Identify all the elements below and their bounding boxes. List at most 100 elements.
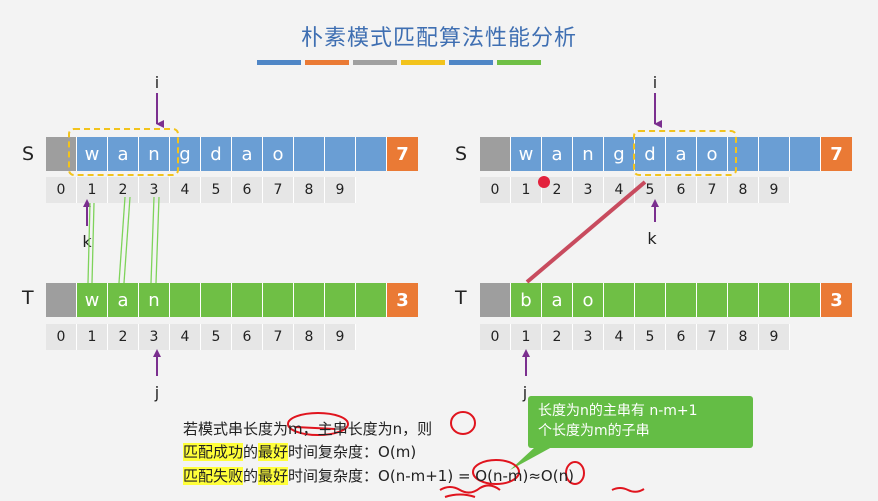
right-t_chars-cell-1: b	[511, 283, 542, 317]
left-s-label: S	[22, 143, 35, 165]
left-t_indices-8: 8	[294, 324, 325, 350]
left-s_indices-5: 5	[201, 177, 232, 203]
right-s_indices-8: 8	[728, 177, 759, 203]
right-s_chars-cell-6: a	[666, 137, 697, 171]
right-s_indices-6: 6	[666, 177, 697, 203]
left-compare-lines	[87, 196, 160, 284]
analysis-line-3: 匹配失败的最好时间复杂度：O(n-m+1) = O(n-m)≈O(n)	[183, 467, 574, 485]
right-t_chars-cell-5	[635, 283, 666, 317]
right-t_indices-7: 7	[697, 324, 728, 350]
left-t_indices-0: 0	[46, 324, 77, 350]
left-t_indices-9: 9	[325, 324, 356, 350]
left-s_indices-7: 7	[263, 177, 294, 203]
right-s_chars-cell-5: d	[635, 137, 666, 171]
right-t_chars-cell-0	[480, 283, 511, 317]
left-t_indices-5: 5	[201, 324, 232, 350]
left-t_indices-2: 2	[108, 324, 139, 350]
left-s_chars-cell-5: d	[201, 137, 232, 171]
callout-line-1: 长度为n的主串有 n-m+1	[538, 403, 698, 419]
left-t_chars-cell-7	[263, 283, 294, 317]
left-s_chars-cell-2: a	[108, 137, 139, 171]
left-t_indices-7: 7	[263, 324, 294, 350]
right-s_chars-cell-2: a	[542, 137, 573, 171]
left-s_indices-1: 1	[77, 177, 108, 203]
left-t_chars-cell-5	[201, 283, 232, 317]
right-s_length-cell: 7	[821, 137, 852, 171]
left-t_indices-1: 1	[77, 324, 108, 350]
right-j-label: j	[522, 383, 528, 402]
left-s_length-cell: 7	[387, 137, 418, 171]
right-t_chars-cell-3: o	[573, 283, 604, 317]
right-t_indices-9: 9	[759, 324, 790, 350]
right-s_chars-cell-3: n	[573, 137, 604, 171]
left-t_length-cell: 3	[387, 283, 418, 317]
right-i-label: i	[652, 73, 658, 92]
left-t-label: T	[22, 287, 34, 309]
right-t_indices-8: 8	[728, 324, 759, 350]
page-title: 朴素模式匹配算法性能分析	[300, 26, 577, 51]
callout-line-2: 个长度为m的子串	[538, 423, 650, 439]
left-s_indices-9: 9	[325, 177, 356, 203]
handwriting-marks	[287, 411, 645, 498]
right-t_chars-cell-6	[666, 283, 697, 317]
color-bar-6	[497, 60, 541, 65]
right-s_chars-cell-0	[480, 137, 511, 171]
right-s_indices-2: 2	[542, 177, 573, 203]
right-s_chars-cell-9	[759, 137, 790, 171]
left-s_indices-4: 4	[170, 177, 201, 203]
right-s_chars-cell-7: o	[697, 137, 728, 171]
right-t_chars-cell-2: a	[542, 283, 573, 317]
left-s_chars-cell-3: n	[139, 137, 170, 171]
left-k-label: k	[82, 232, 92, 251]
left-t_chars-cell-2: a	[108, 283, 139, 317]
left-s_chars-cell-8	[294, 137, 325, 171]
left-match-window	[68, 128, 179, 176]
right-t_chars-cell-4	[604, 283, 635, 317]
right-t_indices-4: 4	[604, 324, 635, 350]
left-j-label: j	[154, 383, 160, 402]
right-t-label: T	[455, 287, 467, 309]
right-t_indices-0: 0	[480, 324, 511, 350]
left-s_indices-8: 8	[294, 177, 325, 203]
right-s_indices-5: 5	[635, 177, 666, 203]
left-s_indices-6: 6	[232, 177, 263, 203]
right-s_indices-3: 3	[573, 177, 604, 203]
right-t_chars-cell-7	[697, 283, 728, 317]
left-t_indices-4: 4	[170, 324, 201, 350]
left-s_chars-cell-10	[356, 137, 387, 171]
right-t_indices-1: 1	[511, 324, 542, 350]
left-s_chars-cell-1: w	[77, 137, 108, 171]
right-s_chars-cell-4: g	[604, 137, 635, 171]
right-t_indices-5: 5	[635, 324, 666, 350]
color-bar-1	[257, 60, 301, 65]
right-t_chars-cell-10	[790, 283, 821, 317]
left-s_indices-0: 0	[46, 177, 77, 203]
analysis-line-2: 匹配成功的最好时间复杂度：O(m)	[183, 443, 417, 461]
left-t_chars-cell-0	[46, 283, 77, 317]
left-t_chars-cell-6	[232, 283, 263, 317]
analysis-line-1: 若模式串长度为m，主串长度为n，则	[183, 420, 433, 438]
right-k-label: k	[647, 229, 657, 248]
right-s_chars-cell-8	[728, 137, 759, 171]
right-s_chars-cell-10	[790, 137, 821, 171]
right-s_indices-7: 7	[697, 177, 728, 203]
right-t_indices-3: 3	[573, 324, 604, 350]
left-t_chars-cell-8	[294, 283, 325, 317]
color-bar-2	[305, 60, 349, 65]
right-t_chars-cell-9	[759, 283, 790, 317]
right-s-label: S	[455, 143, 468, 165]
right-s_indices-9: 9	[759, 177, 790, 203]
left-s_chars-cell-9	[325, 137, 356, 171]
left-t_chars-cell-10	[356, 283, 387, 317]
right-t_length-cell: 3	[821, 283, 852, 317]
right-s_chars-cell-1: w	[511, 137, 542, 171]
cursor-dot	[538, 176, 550, 188]
left-s_chars-cell-0	[46, 137, 77, 171]
color-bar-5	[449, 60, 493, 65]
right-shift-line	[525, 180, 647, 284]
callout-note: 长度为n的主串有 n-m+1 个长度为m的子串	[528, 396, 753, 448]
left-t_chars-cell-1: w	[77, 283, 108, 317]
right-match-window	[633, 130, 737, 176]
color-bar-3	[353, 60, 397, 65]
left-t_indices-3: 3	[139, 324, 170, 350]
